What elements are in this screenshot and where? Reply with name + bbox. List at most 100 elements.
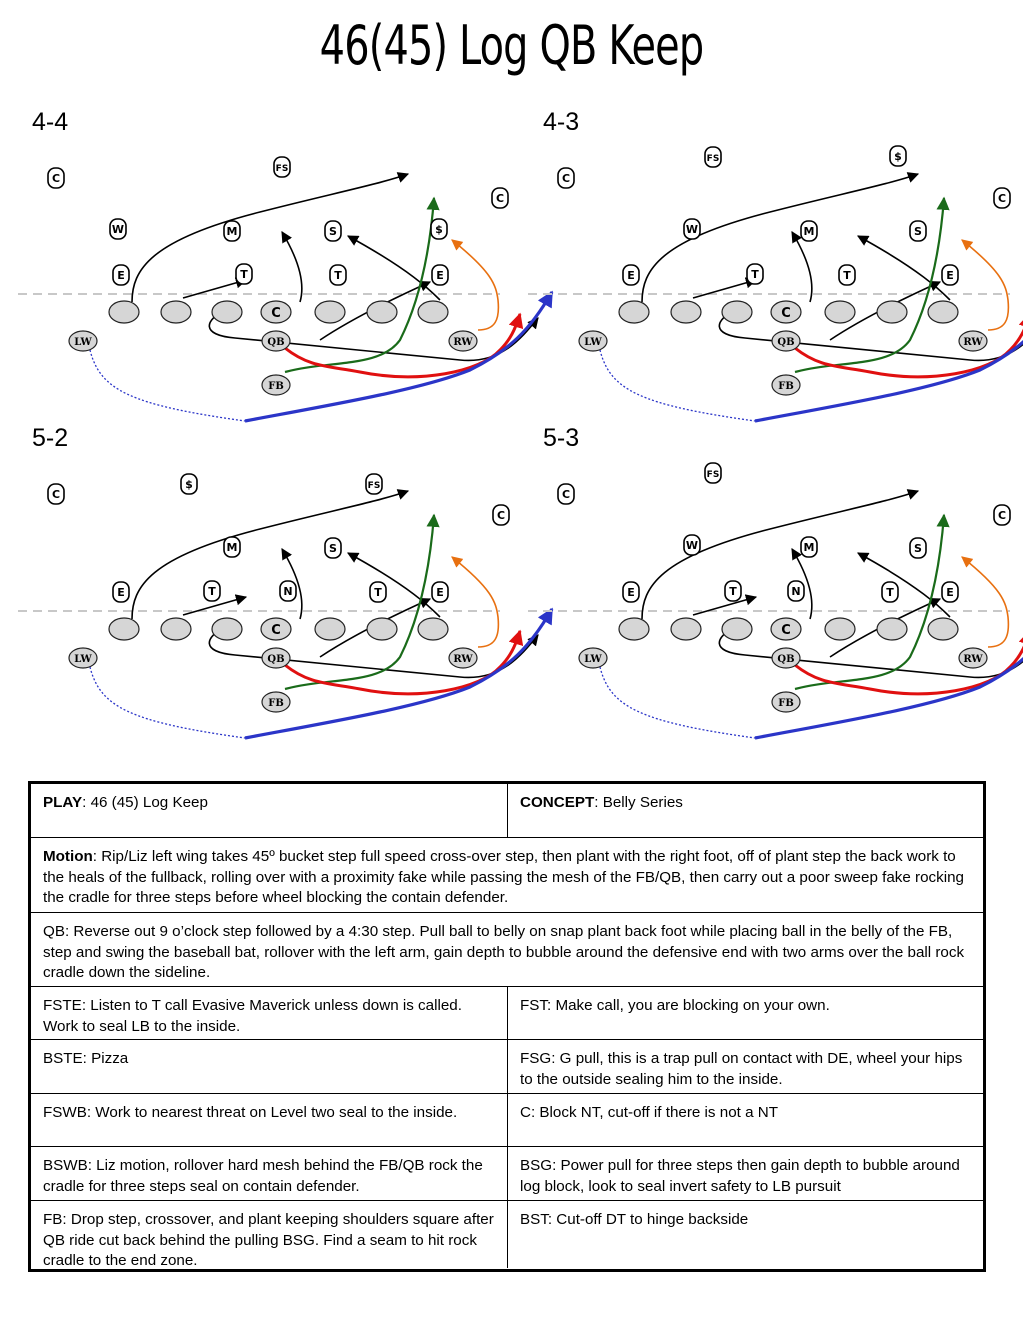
route-1 (692, 277, 758, 299)
svg-text:M: M (804, 225, 815, 238)
fb-label: FB (778, 698, 794, 709)
lw-label: LW (584, 337, 602, 348)
rw-player (448, 647, 478, 669)
fb-label: FB (778, 381, 794, 392)
center-cell: C: Block NT, cut-off if there is not a N… (507, 1094, 983, 1146)
svg-text:M: M (227, 541, 238, 554)
route-3 (347, 552, 441, 618)
lineman-player (670, 300, 702, 324)
panel-label-4-3: 4-3 (543, 108, 580, 136)
defender-E: E (112, 264, 130, 286)
svg-text:T: T (751, 268, 759, 281)
defender-M: M (800, 536, 818, 558)
defender-S: S (324, 220, 342, 242)
defender-T: T (746, 263, 764, 285)
defender-E: E (431, 581, 449, 603)
lineman-player (417, 617, 449, 641)
qb-label: QB (267, 654, 284, 665)
lineman-player (721, 617, 753, 641)
lw-motion-path (89, 666, 246, 739)
route-3 (857, 235, 951, 301)
svg-text:T: T (843, 269, 851, 282)
fb-player (771, 374, 801, 396)
qb-player (771, 647, 801, 669)
svg-text:$: $ (185, 478, 193, 491)
svg-text:E: E (946, 269, 954, 282)
defender-T: T (881, 581, 899, 603)
svg-text:T: T (729, 585, 737, 598)
defender-E: E (941, 264, 959, 286)
route-7 (284, 629, 524, 696)
svg-text:E: E (627, 586, 635, 599)
svg-text:C: C (52, 488, 60, 501)
route-6 (794, 196, 950, 374)
defender-FS: FS (273, 156, 291, 178)
lineman-player (108, 300, 140, 324)
svg-text:E: E (627, 269, 635, 282)
route-7 (284, 312, 524, 379)
defender-$: $ (430, 218, 448, 240)
page-title: 46(45) Log QB Keep (319, 14, 704, 77)
lw-motion-path (89, 349, 246, 422)
svg-text:C: C (562, 172, 570, 185)
defender-W: W (683, 534, 701, 556)
lw-label: LW (74, 654, 92, 665)
svg-text:C: C (52, 172, 60, 185)
lineman-player (618, 617, 650, 641)
defender-M: M (223, 220, 241, 242)
motion-cell: Motion: Rip/Liz left wing takes 45º buck… (43, 848, 964, 906)
lineman-player (211, 617, 243, 641)
defender-T: T (838, 264, 856, 286)
svg-text:W: W (112, 223, 124, 236)
rw-label: RW (453, 337, 473, 348)
fb-player (771, 691, 801, 713)
svg-text:M: M (227, 225, 238, 238)
route-9 (244, 290, 554, 423)
defender-W: W (683, 218, 701, 240)
lineman-player (824, 617, 856, 641)
lineman-player (927, 300, 959, 324)
route-8 (451, 239, 500, 331)
center-player (770, 300, 802, 324)
defender-T: T (235, 263, 253, 285)
defender-E: E (431, 264, 449, 286)
fb-label: FB (268, 381, 284, 392)
lineman-player (366, 617, 398, 641)
lw-label: LW (74, 337, 92, 348)
route-8 (961, 239, 1010, 331)
svg-text:N: N (791, 585, 800, 598)
lw-motion-path (599, 666, 756, 739)
defender-$: $ (180, 473, 198, 495)
bsg-cell: BSG: Power pull for three steps then gai… (507, 1147, 983, 1200)
svg-text:C: C (496, 192, 504, 205)
defender-T: T (203, 580, 221, 602)
route-0 (641, 489, 920, 620)
svg-text:S: S (329, 542, 337, 555)
svg-text:T: T (208, 585, 216, 598)
svg-text:$: $ (894, 150, 902, 163)
defender-T: T (724, 580, 742, 602)
svg-text:E: E (946, 586, 954, 599)
lw-motion-path (599, 349, 756, 422)
svg-text:T: T (334, 269, 342, 282)
play-cell: PLAY: 46 (45) Log Keep (43, 794, 208, 811)
center-label: C (271, 306, 281, 321)
rw-player (958, 647, 988, 669)
qb-player (261, 330, 291, 352)
qb-player (261, 647, 291, 669)
defender-C: C (557, 483, 575, 505)
defender-C: C (993, 187, 1011, 209)
lineman-player (876, 617, 908, 641)
fsg-cell: FSG: G pull, this is a trap pull on cont… (507, 1040, 983, 1093)
fb-player (261, 374, 291, 396)
bste-cell: BSTE: Pizza (43, 1050, 129, 1067)
route-3 (347, 235, 441, 301)
svg-text:N: N (283, 585, 292, 598)
center-label: C (781, 306, 791, 321)
route-6 (284, 513, 440, 691)
lineman-player (927, 617, 959, 641)
svg-text:W: W (686, 539, 698, 552)
lw-player (578, 647, 608, 669)
lineman-player (366, 300, 398, 324)
